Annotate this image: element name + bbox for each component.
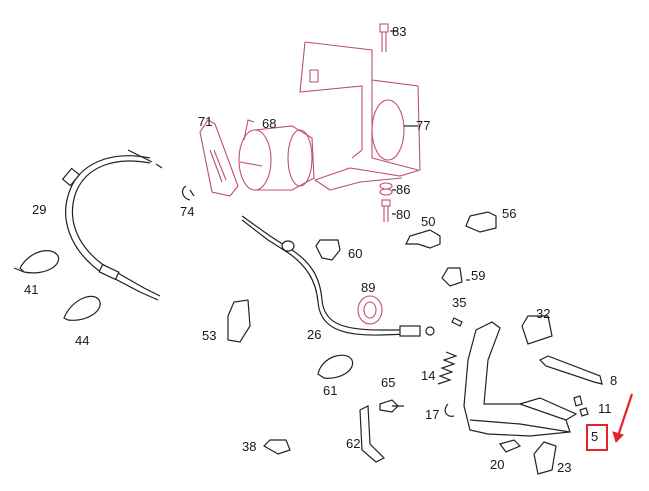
label-38: 38 [242, 439, 257, 454]
bolt-80-shape [381, 199, 391, 222]
bracket-77-shape [299, 41, 421, 191]
label-80: 80 [396, 207, 411, 222]
label-14: 14 [421, 368, 436, 383]
actuator-68-shape [238, 119, 315, 191]
strap-41-shape [13, 250, 60, 274]
label-5: 5 [591, 429, 599, 444]
leader-lines [390, 30, 470, 281]
clip-56-shape [465, 211, 497, 233]
part-8-shape [538, 355, 603, 385]
bracket-53-shape [227, 299, 251, 343]
label-89: 89 [361, 280, 376, 295]
strap-61-shape [317, 354, 354, 379]
pedal-assembly-shape [463, 321, 578, 437]
cable-29-shape [61, 149, 163, 301]
label-60: 60 [348, 246, 363, 261]
strap-44-shape [63, 295, 101, 321]
label-56: 56 [502, 206, 517, 221]
bracket-71-shape [199, 119, 239, 197]
label-86: 86 [396, 182, 411, 197]
highlight-arrow [612, 393, 634, 443]
label-17: 17 [425, 407, 440, 422]
part-11-shape [573, 395, 589, 417]
label-50: 50 [421, 214, 436, 229]
label-68: 68 [262, 116, 277, 131]
part-32-shape [521, 315, 553, 345]
clip-59-shape [441, 267, 463, 287]
label-11: 11 [598, 401, 612, 416]
part-23-shape [533, 441, 557, 475]
label-53: 53 [202, 328, 217, 343]
label-29: 29 [32, 202, 47, 217]
cable-26-shape [241, 215, 435, 337]
label-26: 26 [307, 327, 322, 342]
spring-14-shape [437, 351, 458, 385]
bracket-62-shape [359, 405, 386, 463]
label-74: 74 [180, 204, 195, 219]
highlight-box [586, 424, 608, 451]
bolt-65-shape [379, 399, 404, 413]
clip-38-shape [263, 439, 291, 455]
label-59: 59 [471, 268, 486, 283]
label-23: 23 [557, 460, 572, 475]
washer-86-shape [379, 182, 393, 196]
label-20: 20 [490, 457, 505, 472]
label-62: 62 [346, 436, 361, 451]
label-77: 77 [416, 118, 431, 133]
clip-50-shape [405, 229, 441, 249]
label-8: 8 [610, 373, 618, 388]
label-32: 32 [536, 306, 551, 321]
bolt-20-shape [498, 439, 522, 453]
clip-17-shape [444, 403, 455, 417]
label-83: 83 [392, 24, 407, 39]
label-44: 44 [75, 333, 90, 348]
label-41: 41 [24, 282, 39, 297]
bolt-83-shape [379, 23, 389, 52]
clip-74-shape [181, 185, 195, 201]
grommet-89-shape [357, 295, 383, 325]
label-65: 65 [381, 375, 396, 390]
label-71: 71 [198, 114, 213, 129]
pin-35-shape [451, 317, 463, 327]
label-35: 35 [452, 295, 467, 310]
label-61: 61 [323, 383, 338, 398]
clip-60-shape [315, 239, 341, 261]
